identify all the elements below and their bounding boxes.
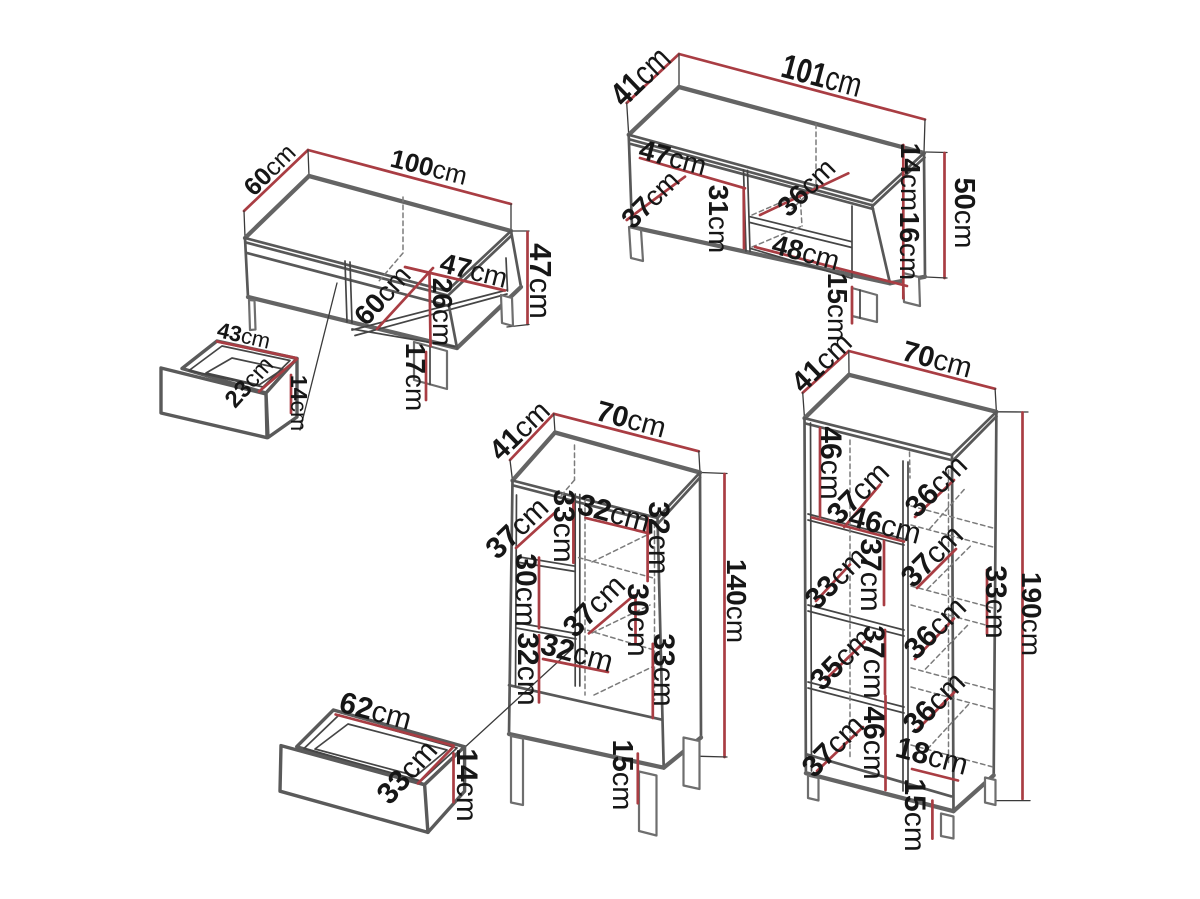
svg-text:190cm: 190cm (1017, 572, 1048, 656)
svg-text:14cm: 14cm (286, 375, 312, 431)
svg-text:33cm: 33cm (648, 633, 681, 706)
svg-text:47cm: 47cm (524, 243, 559, 319)
svg-text:15cm: 15cm (823, 273, 854, 341)
svg-text:26cm: 26cm (428, 278, 459, 346)
svg-text:14cm: 14cm (451, 748, 484, 821)
svg-text:31cm: 31cm (704, 185, 735, 253)
svg-text:18cm: 18cm (892, 731, 971, 782)
svg-text:32cm: 32cm (643, 501, 676, 574)
svg-text:140cm: 140cm (722, 559, 753, 643)
svg-text:32cm: 32cm (512, 632, 545, 705)
svg-text:46cm: 46cm (815, 426, 848, 499)
svg-text:37cm: 37cm (855, 538, 888, 611)
svg-text:16cm: 16cm (895, 212, 926, 280)
svg-text:17cm: 17cm (401, 343, 432, 411)
svg-text:30cm: 30cm (622, 583, 655, 656)
svg-text:15cm: 15cm (899, 778, 932, 851)
svg-text:14cm: 14cm (896, 143, 927, 211)
svg-text:30cm: 30cm (510, 553, 543, 626)
svg-text:46cm: 46cm (858, 706, 891, 779)
svg-text:33cm: 33cm (980, 565, 1013, 638)
svg-text:15cm: 15cm (606, 740, 638, 811)
svg-text:37cm: 37cm (858, 625, 891, 698)
svg-text:33cm: 33cm (548, 489, 581, 562)
svg-text:50cm: 50cm (948, 178, 980, 249)
